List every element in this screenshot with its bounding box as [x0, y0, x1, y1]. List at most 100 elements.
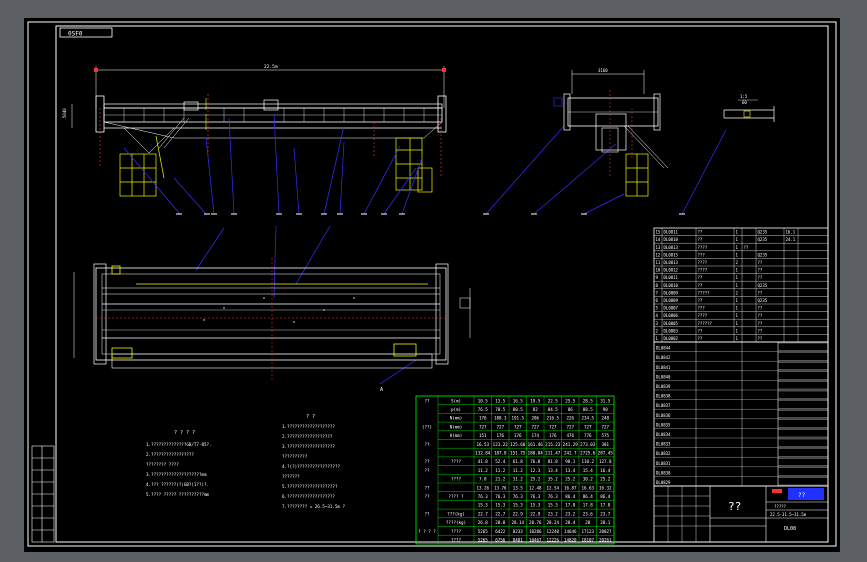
spec-table-cell: 123.22 [493, 442, 509, 447]
spec-table-cell: 776 [584, 433, 592, 438]
spec-table-cell: 6422 [495, 529, 506, 534]
spec-table-cell: 161.46 [528, 442, 544, 447]
parts-list-cell: DL0813 [664, 245, 679, 250]
spec-table-cell: 22.7 [478, 511, 489, 516]
parts-list-cell: 12 [656, 252, 661, 257]
parts-list-lower-cell [777, 448, 829, 457]
spec-table-cell: 18107 [581, 538, 594, 543]
parts-list-lower-cell [777, 477, 829, 486]
note-right-line-9: 7.???????? = 26.5~31.5m ? [282, 504, 346, 509]
parts-list-cell: 2 [736, 260, 739, 265]
spec-table-cell: 28.4 [565, 520, 576, 525]
parts-list-cell: DL0813 [664, 260, 679, 265]
drawing-number: DL08 [784, 526, 796, 532]
parts-list-cell: 13 [656, 245, 661, 250]
spec-table-cell: 15.3 [478, 503, 489, 508]
notes-right: ? ? 1.??????????????????? 2.????????????… [282, 414, 346, 509]
spec-table-cell: 25.2 [600, 477, 611, 482]
spec-table-cell: 86 [568, 407, 574, 412]
parts-list-lower-code: DL0837 [656, 403, 671, 408]
parts-list-cell: ?? [698, 275, 703, 280]
spec-table-cell: 25.2 [565, 477, 576, 482]
spec-table-cell: 110.2 [581, 459, 594, 464]
spec-table-cell: ???(kg) [447, 511, 465, 516]
note-left-line-6: 5.???? ????? ??????????mm [146, 492, 210, 497]
parts-list-lower-code: DL0834 [656, 432, 671, 437]
spec-table-cell: 90 [603, 407, 609, 412]
spec-table-cell: 13.26 [476, 485, 489, 490]
spec-table-cell: 727 [549, 424, 557, 429]
spec-table-cell: 31.5 [600, 398, 611, 403]
spec-table-cell: 28.14 [511, 520, 524, 525]
parts-list-cell: 1 [736, 268, 739, 273]
spec-table-cell: N(mm) [450, 416, 463, 421]
note-right-line-8: 6.??????????????????? [282, 494, 335, 499]
spec-table-cell: 727 [531, 424, 539, 429]
spec-table-cell: 15.4 [583, 468, 594, 473]
spec-table-cell: 28.5 [583, 398, 594, 403]
spec-table-cell: 242.7 [564, 451, 577, 456]
detail-dimension-2: 60 [742, 100, 747, 105]
spec-table-cell: 26.8 [478, 520, 489, 525]
spec-table-cell: ?? [424, 442, 430, 447]
parts-list-cell: DL0810 [664, 237, 679, 242]
parts-list-cell: 8 [656, 283, 659, 288]
spec-table-cell: 12226 [546, 538, 559, 543]
parts-list-cell: ?? [758, 313, 763, 318]
parts-list-cell: DL0802 [664, 336, 679, 341]
notes-left: ? ? ? ? 1.??????????????GB/T7-85?. 2.???… [146, 430, 212, 497]
side-cab [625, 153, 649, 197]
parts-list-cell: DL0810 [664, 283, 679, 288]
title-sub2: 22.5-31.5~31.5m [770, 512, 807, 517]
spec-table-cell: 10286 [529, 529, 542, 534]
spec-table-cell: ?? [424, 485, 430, 490]
parts-list-cell: ?? [758, 268, 763, 273]
left-dimension: 5040 [62, 108, 67, 118]
spec-table-cell: 17.8 [565, 503, 576, 508]
spec-table-cell: 727 [496, 424, 504, 429]
spec-table-cell: 287.45 [598, 451, 614, 456]
spec-table-cell: 19.5 [530, 398, 541, 403]
spec-table-cell: 12.3 [530, 468, 541, 473]
spec-table-cell: 191.5 [511, 416, 524, 421]
spec-table-cell: 216.5 [546, 416, 559, 421]
note-right-line-7: 5.???????????????????? [282, 484, 338, 489]
spec-table-cell: H(mm) [450, 433, 463, 438]
parts-list-cell: ?? [698, 283, 703, 288]
spec-table-cell: 8233 [513, 529, 524, 534]
parts-list-cell: ???? [698, 245, 708, 250]
parts-list-lower-code: DL0829 [656, 480, 671, 485]
parts-list-cell: 2 [736, 290, 739, 295]
spec-table-cell: 12240 [546, 529, 559, 534]
parts-list-lower-cell [777, 371, 829, 380]
spec-table-cell: 86.4 [583, 494, 594, 499]
parts-list-lower-cell [777, 342, 829, 351]
note-right-line-3: 3.??????????????????? [282, 444, 335, 449]
spec-table-cell: 226 [566, 416, 574, 421]
spec-table-cell: 13.4 [565, 468, 576, 473]
parts-list-cell: ?? [758, 260, 763, 265]
spec-table-cell: 727 [566, 424, 574, 429]
parts-list-border [653, 227, 829, 343]
spec-table-cell: 727 [601, 424, 609, 429]
spec-table-cell: 22.9 [513, 511, 524, 516]
notes-left-title: ? ? ? ? [174, 430, 195, 436]
spec-table-cell: 10467 [529, 538, 542, 543]
outer-frame [27, 21, 837, 547]
spec-table-cell: 8481 [513, 538, 524, 543]
parts-list-cell: 1 [736, 275, 739, 280]
parts-list-cell: 1 [736, 230, 739, 235]
spec-table-cell: 25.2 [530, 477, 541, 482]
parts-list-lower-code: DL0838 [656, 394, 671, 399]
parts-list-cell: 14 [656, 237, 661, 242]
parts-list-lower-code: DL0833 [656, 442, 671, 447]
spec-table-cell: 16.32 [599, 485, 612, 490]
spec-table-cell: S(m) [451, 398, 461, 403]
rail-detail-view: 1:5 60 [723, 94, 775, 122]
note-left-line-3: ???????? ???? [146, 462, 179, 467]
spec-table-cell: 16.63 [581, 485, 594, 490]
spec-table-cell: 41.8 [478, 459, 489, 464]
spec-table-cell: ???? [451, 538, 462, 543]
spec-table-cell: 28.76 [529, 520, 542, 525]
parts-list-cell: ?? [698, 237, 703, 242]
